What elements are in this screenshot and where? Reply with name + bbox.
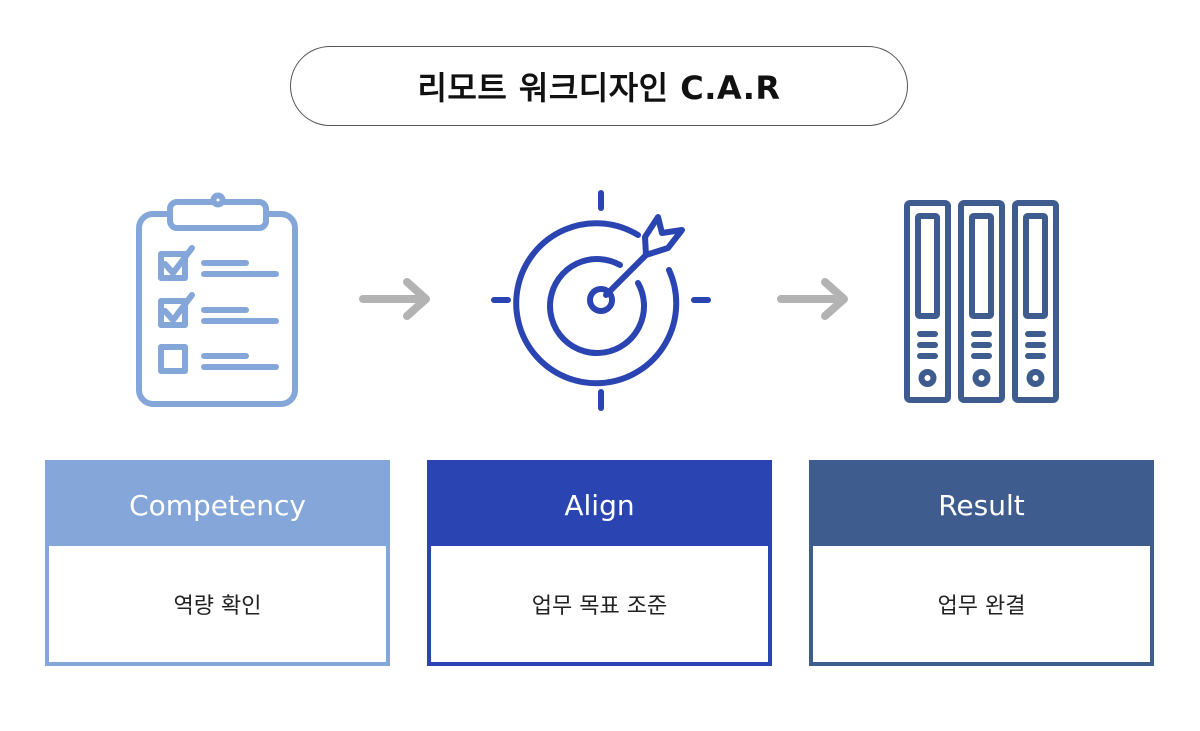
card-result: Result 업무 완결 — [809, 460, 1154, 666]
page-title: 리모트 워크디자인 C.A.R — [290, 46, 908, 126]
card-body-align: 업무 목표 조준 — [531, 594, 668, 619]
card-header-competency: Competency — [49, 464, 386, 546]
arrow-right-icon — [777, 278, 848, 320]
binders-icon — [904, 200, 1059, 403]
target-dart-icon — [491, 190, 711, 411]
card-align: Align 업무 목표 조준 — [427, 460, 772, 666]
card-header-align: Align — [431, 464, 768, 546]
card-competency: Competency 역량 확인 — [45, 460, 390, 666]
arrow-right-icon — [359, 278, 430, 320]
card-body-competency: 역량 확인 — [173, 594, 262, 619]
clipboard-checklist-icon — [136, 192, 298, 407]
card-body-result: 업무 완결 — [937, 594, 1026, 619]
card-header-result: Result — [813, 464, 1150, 546]
